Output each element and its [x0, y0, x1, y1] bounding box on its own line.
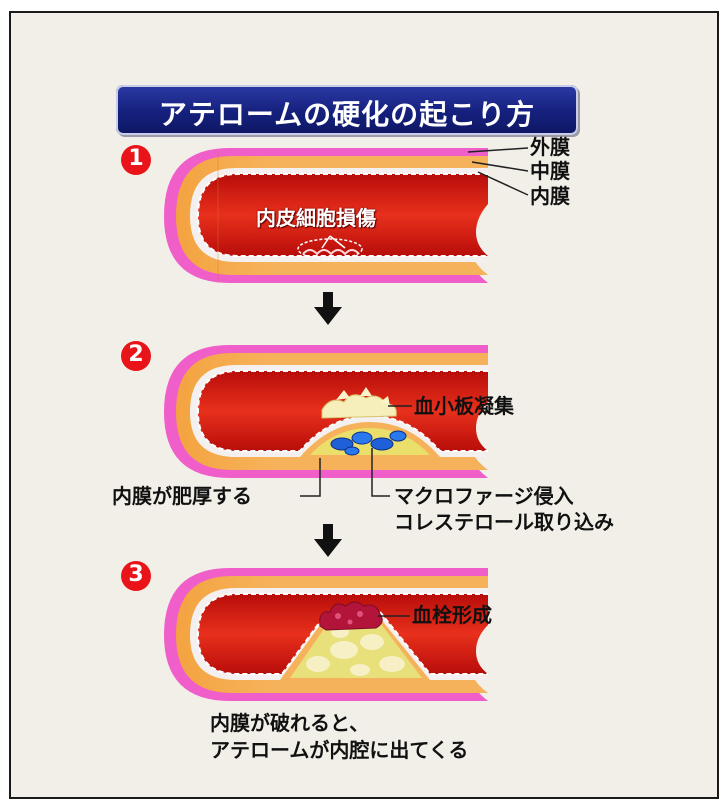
label-cholesterol-uptake: コレステロール取り込み: [394, 510, 614, 534]
arrow-down-2: [314, 524, 342, 557]
label-outer-membrane: 外膜: [530, 135, 570, 159]
diagram-title: アテロームの硬化の起こり方: [158, 98, 536, 131]
label-inner-membrane: 内膜: [530, 184, 570, 208]
step-2-badge: [121, 341, 151, 371]
label-platelet-aggregation: 血小板凝集: [414, 394, 514, 418]
step-3-number: 3: [128, 562, 144, 587]
step-2-artery: [164, 345, 488, 497]
label-intima-thickening: 内膜が肥厚する: [112, 484, 252, 508]
step-1-number: 1: [128, 146, 144, 171]
label-middle-membrane: 中膜: [530, 159, 570, 183]
step-3-badge: [121, 561, 151, 591]
step-1-artery: [164, 147, 529, 283]
step-2-number: 2: [128, 342, 144, 367]
caption-line-1: 内膜が破れると、: [210, 711, 370, 735]
title-banner: アテロームの硬化の起こり方: [116, 85, 578, 135]
label-endothelial-damage: 内皮細胞損傷: [256, 206, 376, 230]
step-3-artery: [164, 568, 488, 701]
arrow-down-1: [314, 292, 342, 325]
label-thrombus-formation: 血栓形成: [412, 603, 492, 627]
label-macrophage-invasion: マクロファージ侵入: [394, 484, 574, 508]
caption-line-2: アテロームが内腔に出てくる: [210, 738, 469, 762]
step-1-badge: [121, 145, 151, 175]
